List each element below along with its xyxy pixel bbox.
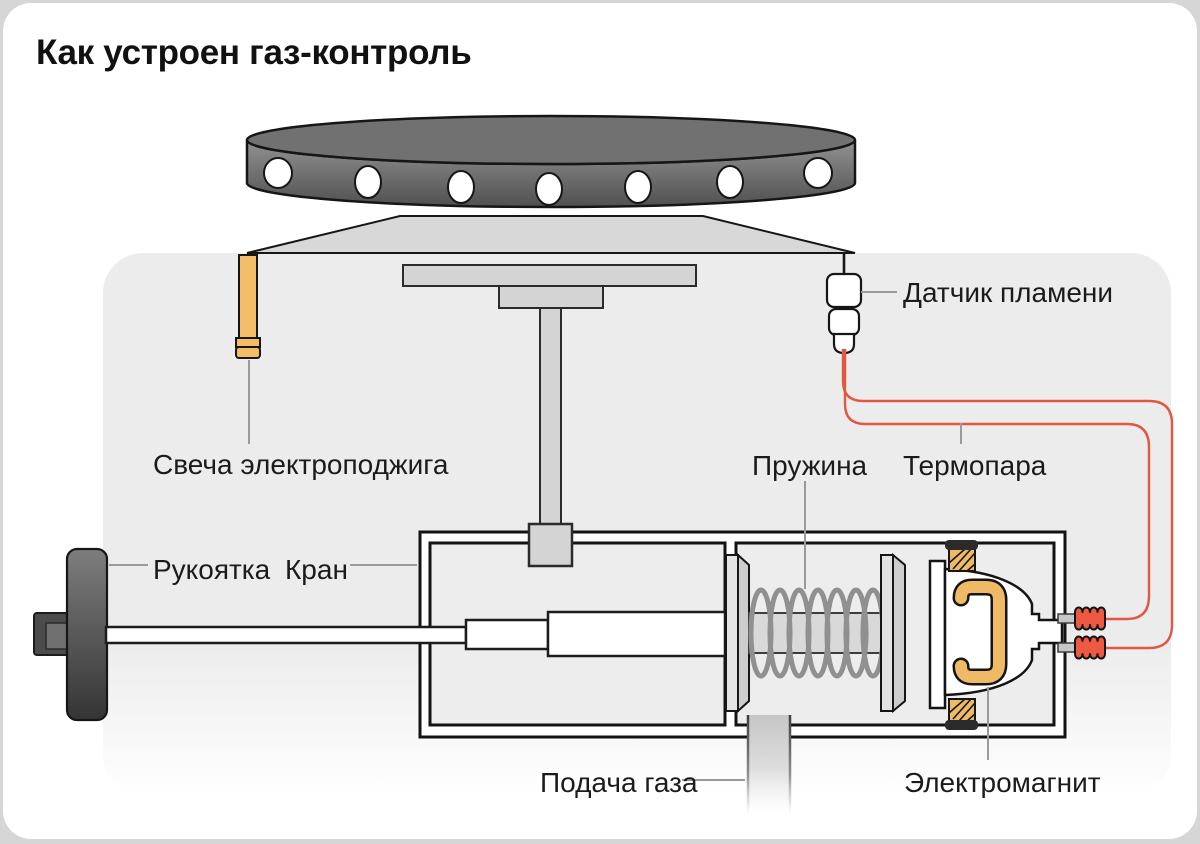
wire-terminals [1074, 606, 1106, 660]
label-gas-supply: Подача газа [540, 767, 698, 798]
thermocouple-wires [841, 349, 1174, 650]
ignition-plug [235, 254, 261, 359]
coil-winding-top [945, 540, 978, 572]
page-title: Как устроен газ-контроль [36, 33, 472, 72]
handle-knob [33, 547, 109, 722]
label-valve: Кран [285, 554, 348, 585]
burner-cap [246, 215, 856, 254]
spring-assembly [725, 552, 906, 714]
stem-block [527, 522, 574, 568]
spring-plate-left [725, 554, 739, 712]
burner-stem [539, 307, 562, 525]
burner-ring [245, 114, 857, 209]
coil-winding-bottom [945, 698, 978, 730]
label-ignition-plug: Свеча электроподжига [153, 449, 449, 480]
electromagnet-plate [928, 559, 947, 710]
burner-flame-holes [263, 157, 833, 206]
electromagnet [928, 540, 1106, 730]
valve-piston [104, 610, 727, 658]
label-electromagnet: Электромагнит [904, 767, 1101, 798]
gas-control-diagram: Датчик пламени Свеча электроподжига Пруж… [33, 114, 1174, 815]
spring-coils [748, 587, 886, 679]
label-spring: Пружина [752, 450, 868, 481]
infographic-card: Как устроен газ-контроль [3, 3, 1197, 839]
label-thermocouple: Термопара [903, 450, 1047, 481]
gas-pipe [746, 715, 792, 815]
burner-base [402, 264, 697, 525]
spring-plate-right [880, 554, 894, 712]
pointer-lines [109, 291, 989, 781]
knob-body [65, 547, 109, 722]
label-handle: Рукоятка [153, 554, 271, 585]
burner-ring-top [245, 114, 857, 166]
handle-rod [104, 625, 468, 645]
flame-sensor [825, 253, 863, 355]
label-flame-sensor: Датчик пламени [903, 277, 1113, 308]
